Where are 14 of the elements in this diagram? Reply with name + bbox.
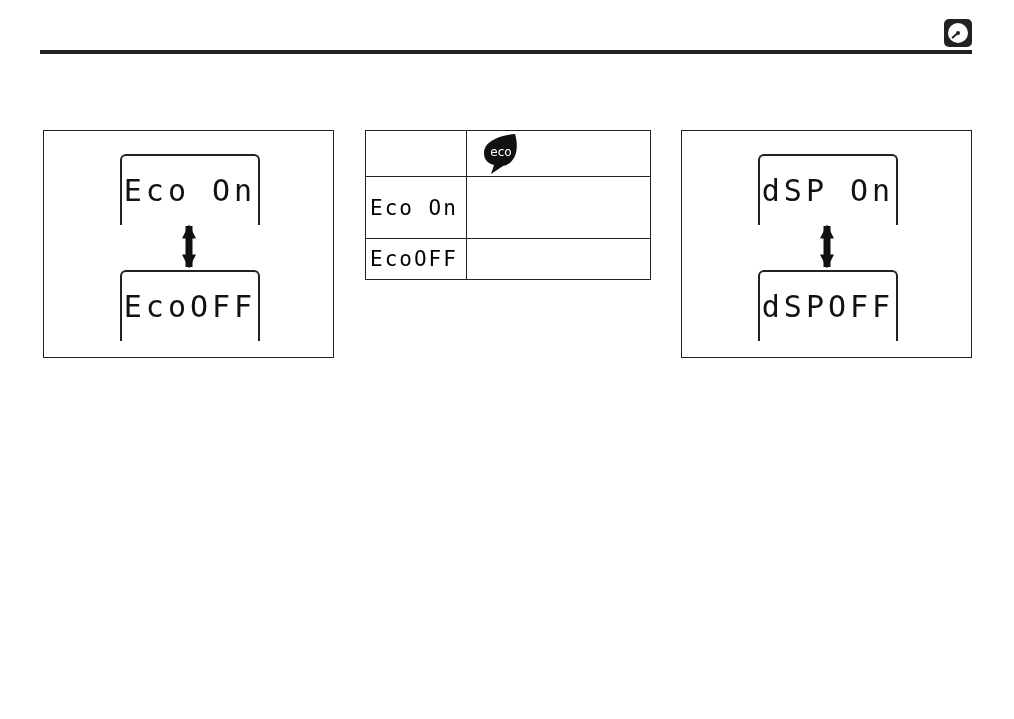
double-arrow [820, 224, 834, 269]
display-panel [43, 130, 334, 358]
lcd-text: Eco On [370, 195, 458, 220]
lcd-text: EcoOFF [123, 289, 257, 324]
lcd-text: dSP On [761, 173, 895, 208]
lcd-display [120, 154, 260, 225]
lcd-text: EcoOFF [370, 247, 458, 271]
lcd-display [758, 154, 898, 225]
lcd-text: dSPOFF [761, 289, 895, 324]
lcd-display [758, 270, 898, 341]
double-arrow [182, 224, 196, 269]
lcd-display [120, 270, 260, 341]
lcd-text: Eco On [123, 173, 257, 208]
display-panel [681, 130, 972, 358]
